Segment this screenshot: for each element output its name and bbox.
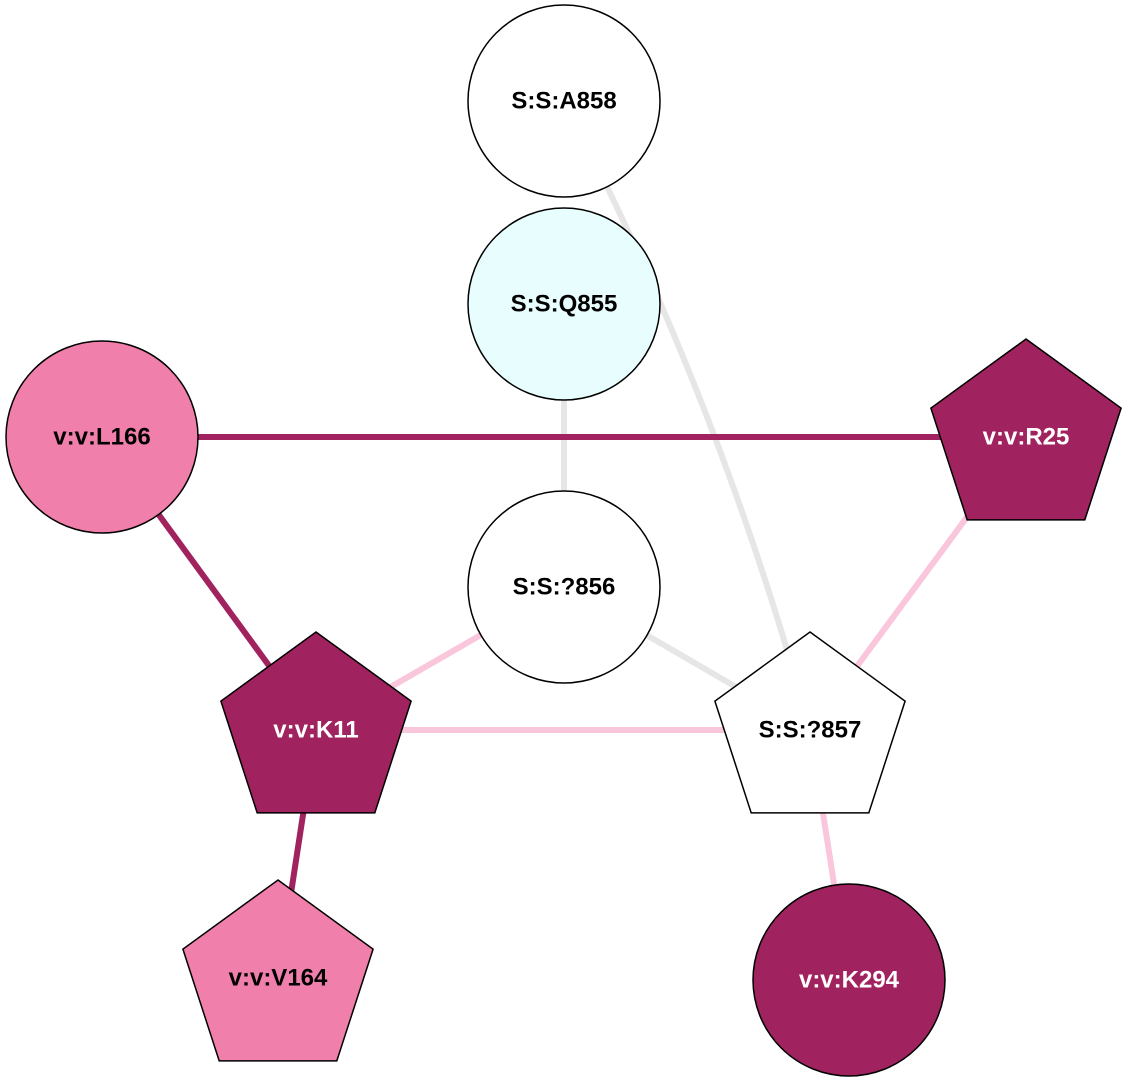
node-label: v:v:K294 bbox=[799, 967, 900, 994]
node-circle bbox=[467, 207, 661, 401]
node-R25[interactable]: v:v:R25 bbox=[930, 338, 1122, 521]
node-V164[interactable]: v:v:V164 bbox=[182, 879, 374, 1062]
node-label: S:S:?856 bbox=[513, 574, 616, 601]
node-Q855[interactable]: S:S:Q855 bbox=[467, 207, 661, 401]
node-A858[interactable]: S:S:A858 bbox=[467, 4, 661, 198]
node-K11[interactable]: v:v:K11 bbox=[220, 631, 412, 814]
node-label: v:v:L166 bbox=[53, 424, 150, 451]
node-circle bbox=[752, 883, 946, 1077]
node-K294[interactable]: v:v:K294 bbox=[752, 883, 946, 1077]
node-857[interactable]: S:S:?857 bbox=[714, 631, 906, 814]
node-pentagon bbox=[930, 338, 1122, 521]
node-label: S:S:Q855 bbox=[511, 291, 618, 318]
node-pentagon bbox=[714, 631, 906, 814]
node-pentagon bbox=[182, 879, 374, 1062]
node-circle bbox=[467, 490, 661, 684]
node-circle bbox=[5, 340, 199, 534]
node-856[interactable]: S:S:?856 bbox=[467, 490, 661, 684]
node-circle bbox=[467, 4, 661, 198]
node-L166[interactable]: v:v:L166 bbox=[5, 340, 199, 534]
node-label: S:S:A858 bbox=[511, 88, 616, 115]
node-label: S:S:?857 bbox=[759, 717, 862, 744]
node-pentagon bbox=[220, 631, 412, 814]
node-label: v:v:R25 bbox=[983, 424, 1070, 451]
node-label: v:v:V164 bbox=[229, 965, 328, 992]
node-label: v:v:K11 bbox=[273, 717, 358, 744]
